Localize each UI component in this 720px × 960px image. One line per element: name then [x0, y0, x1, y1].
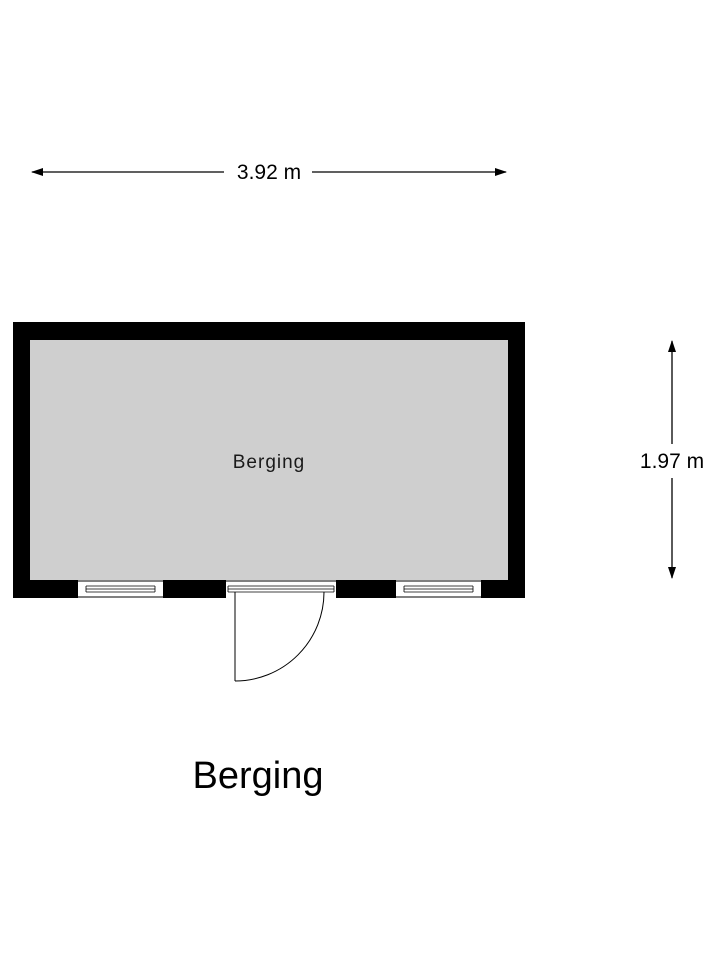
width-dimension-label: 3.92 m: [237, 161, 301, 184]
wall-bottom-segment-2: [163, 580, 226, 598]
room-berging: Berging: [13, 322, 525, 682]
depth-dimension: 1.97 m: [640, 340, 704, 579]
wall-right: [508, 322, 525, 598]
wall-bottom-segment-1: [13, 580, 78, 598]
room-label: Berging: [233, 452, 306, 473]
wall-top: [13, 322, 525, 340]
wall-bottom-segment-4: [481, 580, 525, 598]
depth-dimension-label: 1.97 m: [640, 450, 704, 473]
wall-bottom-segment-3: [336, 580, 396, 598]
width-dimension: 3.92 m: [31, 161, 507, 184]
window-right: [396, 580, 481, 598]
wall-left: [13, 322, 30, 598]
window-left: [78, 580, 163, 598]
plan-title: Berging: [193, 755, 324, 797]
door: [226, 580, 336, 682]
door-swing-arc: [234, 591, 325, 682]
room-floor: [30, 340, 508, 580]
